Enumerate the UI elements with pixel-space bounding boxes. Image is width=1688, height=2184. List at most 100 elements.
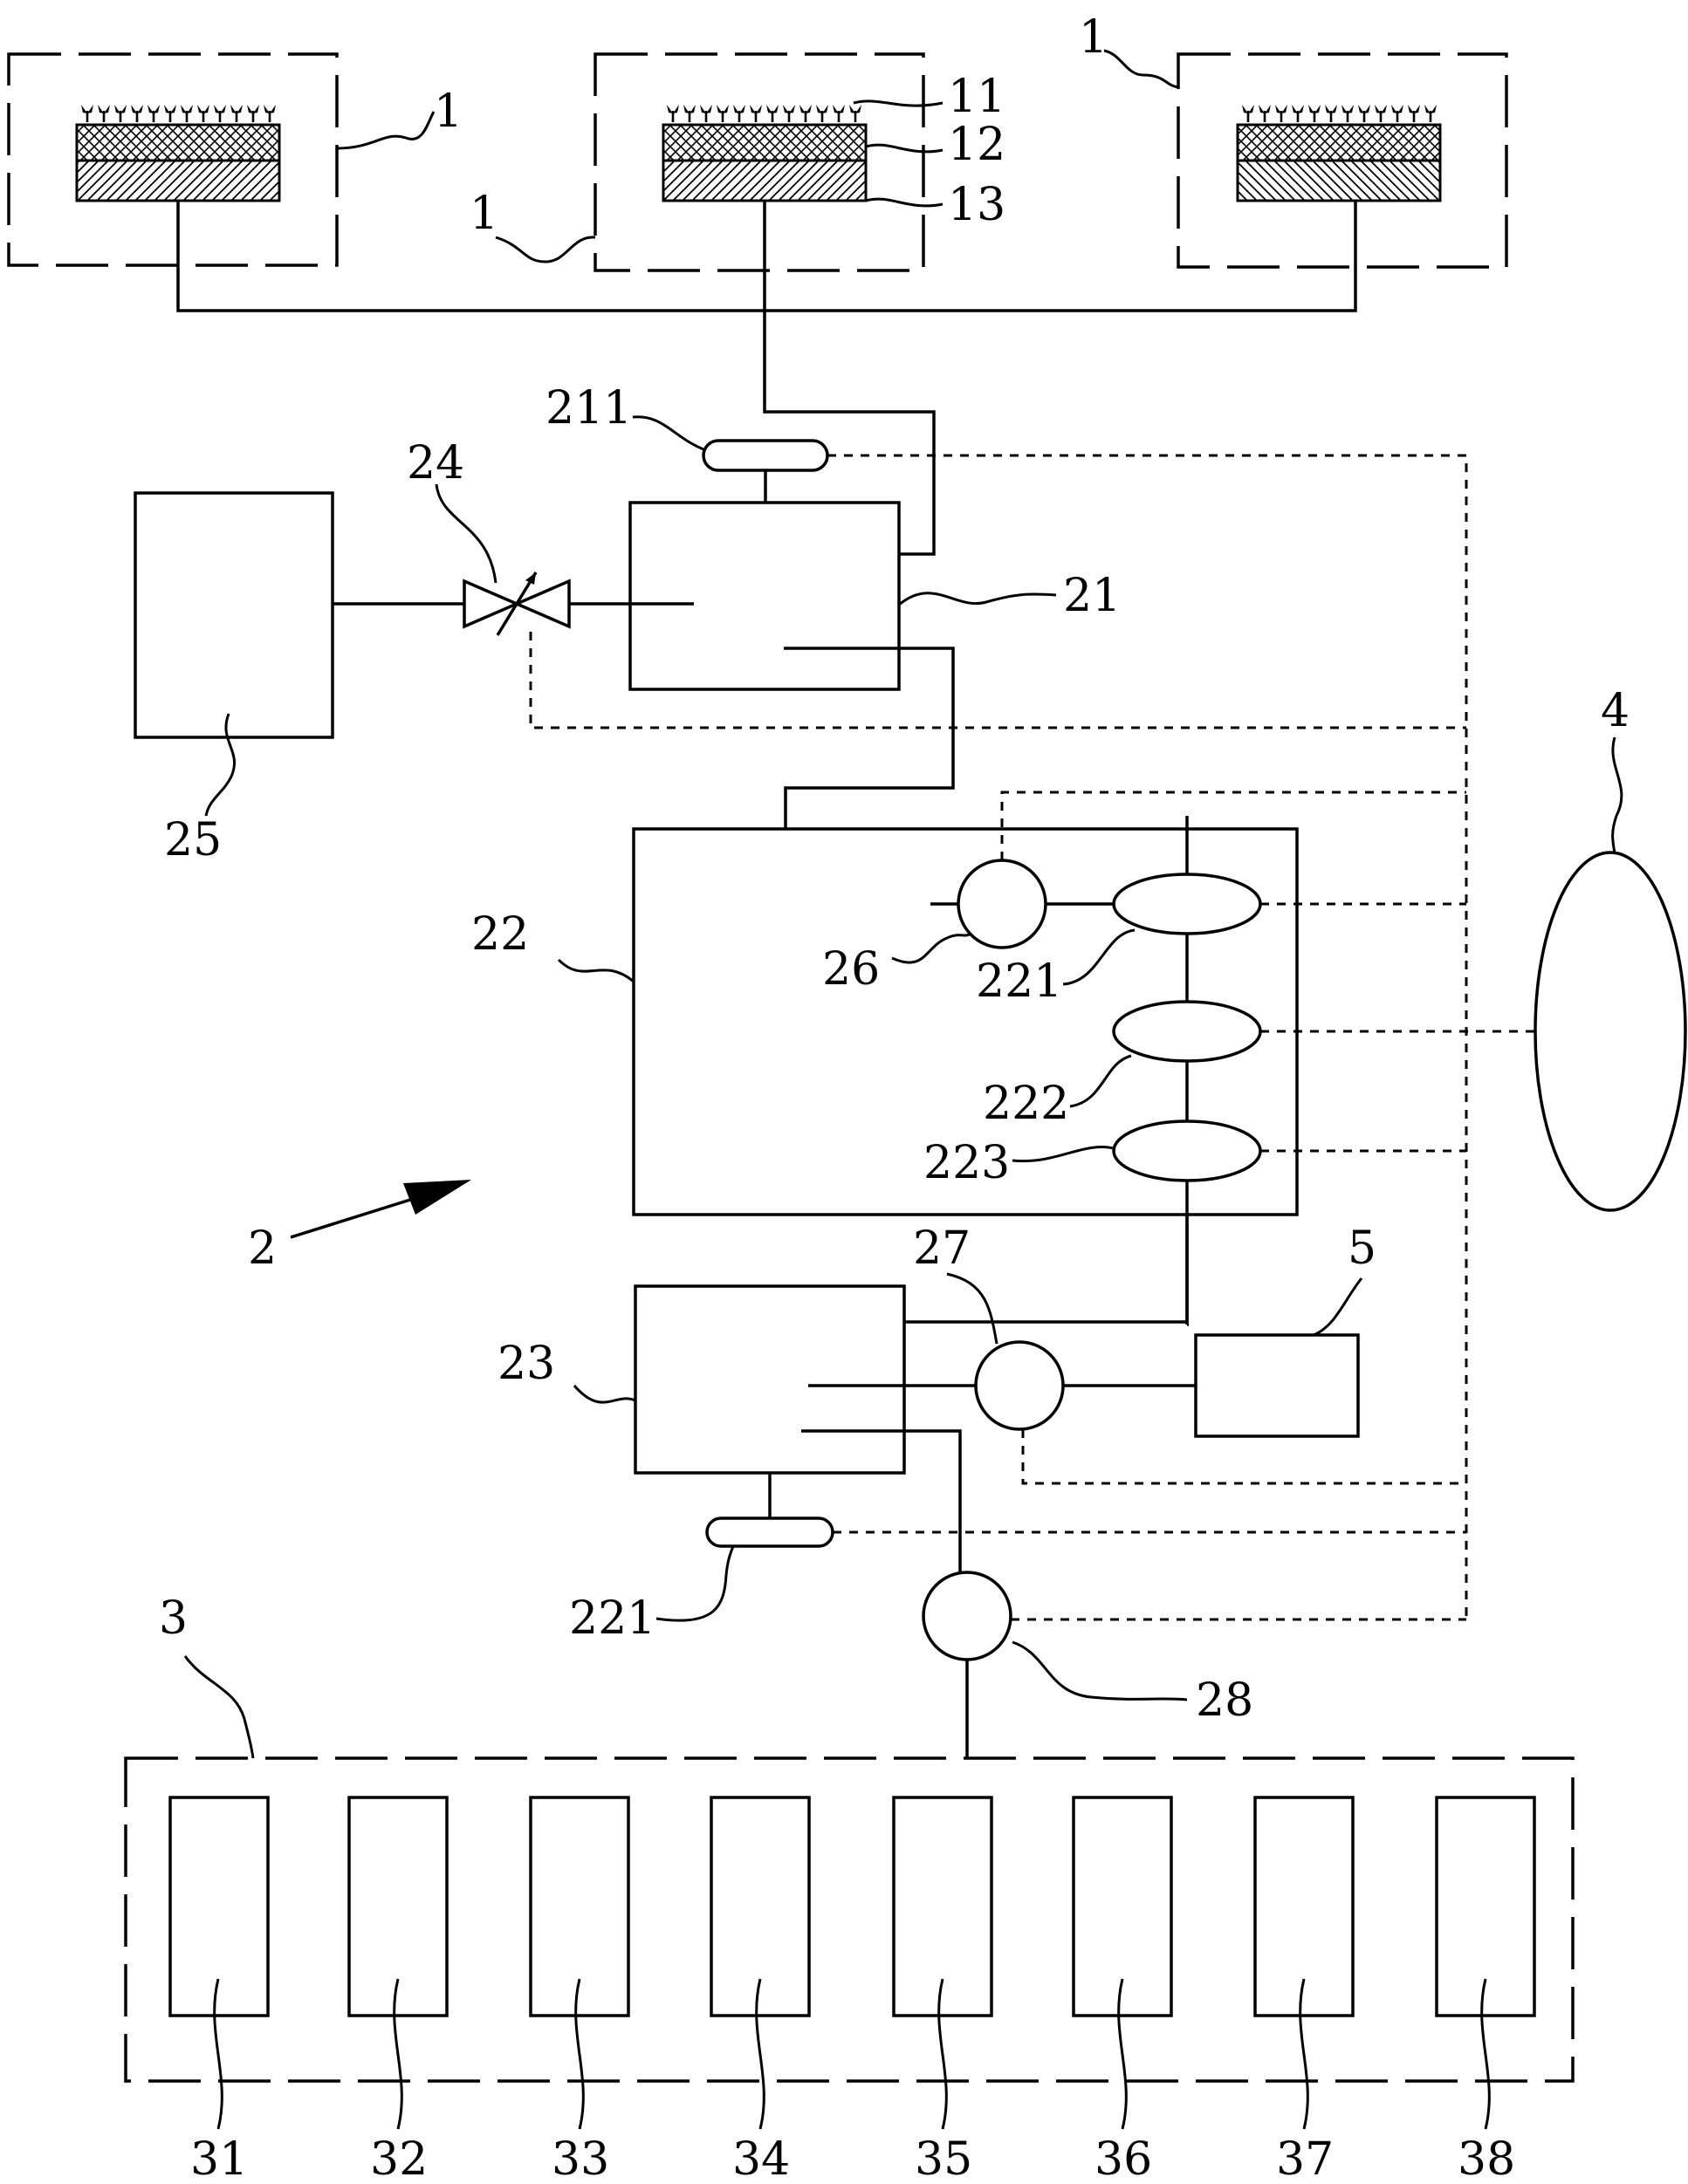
leader-line <box>1103 49 1179 89</box>
box-22-label: 22 <box>471 908 529 961</box>
layer-11-label: 11 <box>948 71 1005 123</box>
control-lines <box>529 454 1536 1621</box>
module-38-label: 38 <box>1458 2133 1515 2184</box>
module-33-label: 33 <box>552 2133 609 2184</box>
unit-right <box>1177 52 1508 269</box>
arrow-2-label: 2 <box>248 1222 277 1275</box>
leader-line <box>213 1978 223 2130</box>
unit-left-label: 1 <box>434 86 463 138</box>
collection-pipe <box>176 201 1357 312</box>
plant-row-icon <box>80 103 277 122</box>
sensor-223-label: 223 <box>923 1137 1010 1189</box>
base-layer <box>75 159 281 202</box>
leader-line <box>898 592 1057 606</box>
unit-left-dashed-border <box>7 52 339 267</box>
module-36-label: 36 <box>1094 2133 1152 2184</box>
pump-28 <box>922 1571 1012 1661</box>
sensor-221-upper-label: 221 <box>976 955 1062 1008</box>
pump-27-label: 27 <box>913 1222 971 1275</box>
leader-line <box>1062 928 1136 986</box>
leader-line <box>946 1272 998 1345</box>
leader-line <box>891 932 971 964</box>
box-5 <box>1194 1333 1360 1438</box>
leader-line <box>1611 736 1623 854</box>
leader-line <box>1012 1640 1188 1701</box>
unit-right-dashed-border <box>1177 52 1508 269</box>
sensor-221-upper <box>1112 873 1262 935</box>
valve-adjust-arrowhead <box>525 572 536 585</box>
module-34-label: 34 <box>732 2133 790 2184</box>
ellipse-4 <box>1534 851 1687 1212</box>
leader-line <box>1117 1978 1128 2130</box>
leader-line <box>865 143 943 154</box>
valve-adjust-arrow <box>496 572 538 636</box>
box-5-label: 5 <box>1348 1222 1376 1275</box>
sensor-211 <box>702 439 829 472</box>
sensor-221-lower-label: 221 <box>569 1592 655 1645</box>
soil-layer <box>75 123 281 162</box>
pump-28-label: 28 <box>1196 1674 1253 1727</box>
unit-middle-label: 1 <box>470 188 498 240</box>
sensor-211-label: 211 <box>546 382 632 435</box>
unit-left <box>7 52 339 267</box>
base-layer <box>662 159 868 202</box>
leader-line <box>865 197 943 208</box>
plant-row-icon <box>1241 103 1438 122</box>
leader-line <box>435 483 497 584</box>
group-3-dashed-border <box>124 1756 1575 2083</box>
unit-middle <box>594 52 925 272</box>
leader-line <box>632 415 704 451</box>
layer-13-label: 13 <box>948 179 1005 231</box>
leader-line <box>495 236 596 264</box>
leader-line <box>1069 1054 1132 1108</box>
plant-row-icon <box>666 103 862 122</box>
pump-26-label: 26 <box>822 943 880 996</box>
soil-layer <box>662 123 868 162</box>
unit-right-label: 1 <box>1079 11 1108 64</box>
layer-12-label: 12 <box>948 119 1005 171</box>
ellipse-4-label: 4 <box>1601 685 1630 737</box>
leader-line <box>1012 1146 1115 1163</box>
leader-line <box>336 111 436 150</box>
leader-line <box>573 1385 636 1404</box>
tank-25 <box>134 491 334 739</box>
tank-25-label: 25 <box>164 814 222 866</box>
pump-27 <box>974 1340 1065 1431</box>
module-31-label: 31 <box>190 2133 248 2184</box>
box-23-label: 23 <box>497 1338 555 1390</box>
leader-line <box>574 1978 585 2130</box>
leader-line <box>655 1545 735 1622</box>
modules: 31 32 33 34 35 36 37 38 <box>168 1796 1536 2184</box>
box-23-outlet <box>801 1429 962 1585</box>
box-21 <box>628 501 901 691</box>
module-37-label: 37 <box>1276 2133 1334 2184</box>
module-31 <box>168 1796 270 2017</box>
outlet-pipe <box>784 647 955 883</box>
module-32-label: 32 <box>370 2133 428 2184</box>
arrow-2-head <box>403 1180 471 1215</box>
leader-line <box>1480 1978 1491 2130</box>
box-23 <box>634 1284 906 1475</box>
leader-line <box>853 99 943 107</box>
group-3-label: 3 <box>159 1592 188 1645</box>
arrow-2-shaft <box>290 1198 411 1239</box>
leader-line <box>183 1655 255 1759</box>
return-pipe <box>786 1215 1189 1324</box>
leader-line <box>755 1978 765 2130</box>
sensor-222-label: 222 <box>983 1078 1069 1130</box>
soil-layer <box>1236 123 1442 162</box>
valve-24-label: 24 <box>407 437 464 490</box>
sensor-221-lower <box>705 1516 834 1548</box>
module-35-label: 35 <box>915 2133 972 2184</box>
pump-26 <box>957 859 1047 949</box>
leader-line <box>1299 1978 1309 2130</box>
unit-middle-dashed-border <box>594 52 925 272</box>
leader-line <box>557 958 635 983</box>
sensor-223 <box>1112 1119 1262 1182</box>
box-21-label: 21 <box>1063 570 1121 622</box>
leader-line <box>1313 1277 1363 1337</box>
leader-line <box>393 1978 403 2130</box>
base-layer <box>1236 159 1442 202</box>
leader-line <box>937 1978 948 2130</box>
